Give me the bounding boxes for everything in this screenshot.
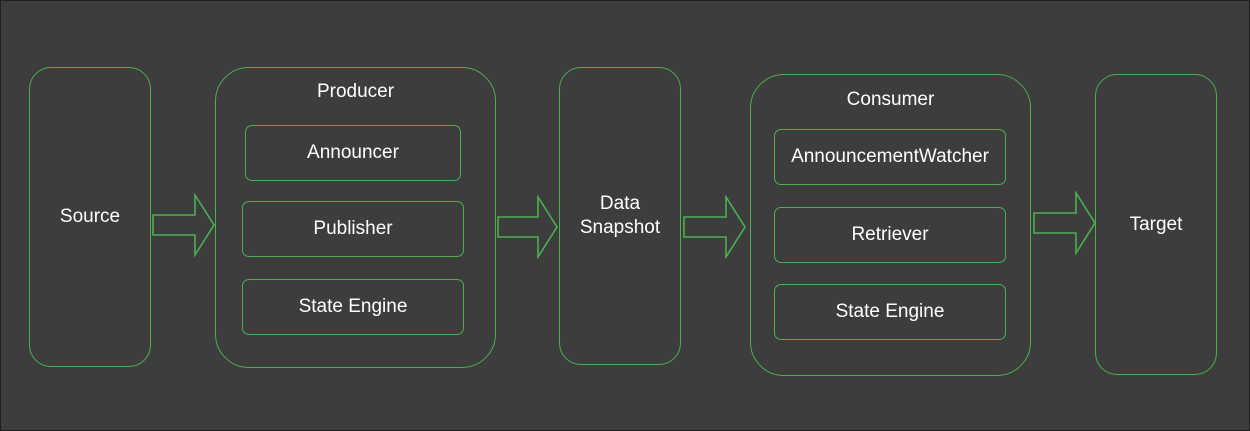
producer-announcer: Announcer	[245, 125, 461, 181]
data-snapshot-label: Data Snapshot	[560, 192, 680, 240]
arrow-consumer-to-target	[1033, 191, 1096, 255]
producer-group: Producer Announcer Publisher State Engin…	[215, 67, 496, 368]
source-label: Source	[59, 206, 121, 227]
consumer-announcement-watcher: AnnouncementWatcher	[774, 129, 1006, 185]
data-snapshot-node: Data Snapshot	[559, 67, 681, 365]
consumer-state-engine: State Engine	[774, 284, 1006, 340]
producer-publisher: Publisher	[242, 201, 464, 257]
source-node: Source	[29, 67, 151, 367]
arrow-snapshot-to-consumer	[683, 195, 746, 259]
target-node: Target	[1095, 74, 1217, 375]
arrow-source-to-producer	[152, 193, 215, 257]
producer-title: Producer	[316, 81, 395, 102]
data-snapshot-line2: Snapshot	[579, 217, 661, 238]
arrow-producer-to-snapshot	[497, 195, 558, 259]
producer-state-engine: State Engine	[242, 279, 464, 335]
target-label: Target	[1129, 213, 1183, 235]
consumer-title: Consumer	[846, 89, 935, 110]
consumer-retriever: Retriever	[774, 207, 1006, 263]
consumer-group: Consumer AnnouncementWatcher Retriever S…	[750, 74, 1031, 376]
data-snapshot-line1: Data	[599, 193, 641, 214]
